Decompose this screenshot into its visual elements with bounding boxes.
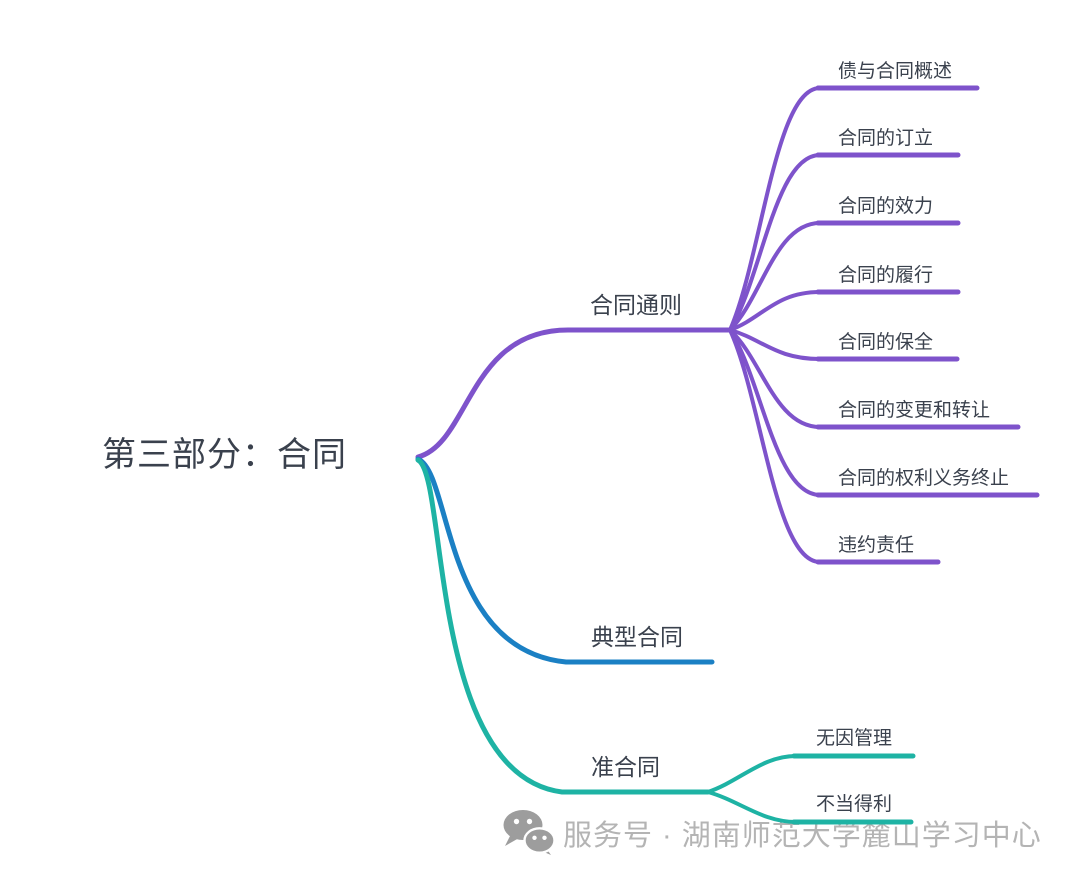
watermark: 服务号 · 湖南师范大学麓山学习中心 <box>503 810 1042 856</box>
branch1-child5-label: 合同的保全 <box>838 332 934 353</box>
branch1-label: 合同通则 <box>590 292 682 318</box>
branch1-child8-label: 违约责任 <box>838 535 915 556</box>
branch1-child2-label: 合同的订立 <box>838 128 934 149</box>
branch1-child7-label: 合同的权利义务终止 <box>838 468 1010 489</box>
branch1-child3-label: 合同的效力 <box>838 196 934 217</box>
branch3-child1-label: 无因管理 <box>816 728 893 749</box>
root-node-label: 第三部分：合同 <box>102 436 347 474</box>
branch3-child2-label: 不当得利 <box>816 794 893 815</box>
wechat-icon <box>503 810 555 855</box>
branch1-child4-label: 合同的履行 <box>838 265 934 286</box>
branch1-child1-label: 债与合同概述 <box>838 61 953 82</box>
branch2-label: 典型合同 <box>591 624 683 650</box>
watermark-text: 服务号 · 湖南师范大学麓山学习中心 <box>563 820 1042 852</box>
branch3-label: 准合同 <box>591 754 660 780</box>
branch1-child6-label: 合同的变更和转让 <box>838 400 991 421</box>
